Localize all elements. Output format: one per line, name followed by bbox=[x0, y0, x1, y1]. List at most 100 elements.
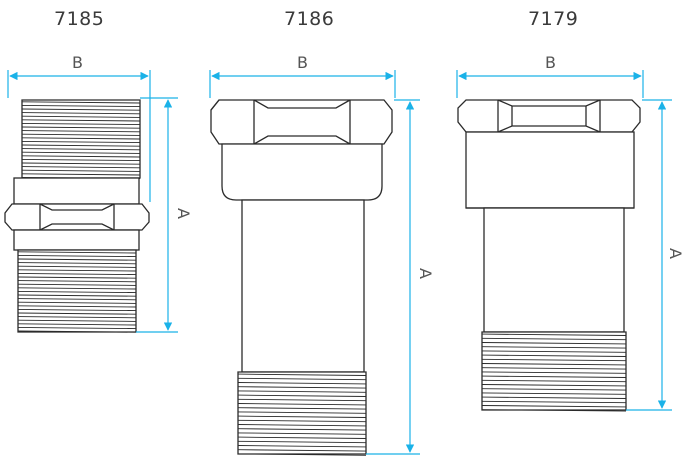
dimension-a-label-7186: A bbox=[416, 268, 435, 279]
thread-ridge bbox=[21, 119, 141, 122]
dimension-a-7185 bbox=[136, 97, 178, 333]
thread-ridge bbox=[17, 276, 137, 279]
thread-ridge bbox=[237, 415, 367, 418]
thread-ridge bbox=[237, 407, 367, 410]
dimension-a-label-7185: A bbox=[174, 208, 193, 219]
thread-bottom-7186 bbox=[237, 371, 367, 456]
thread-bottom-7185 bbox=[17, 249, 137, 333]
thread-ridge bbox=[17, 308, 137, 312]
thread-ridge bbox=[237, 377, 367, 381]
thread-ridge bbox=[237, 449, 367, 452]
thread-ridge bbox=[21, 130, 141, 133]
fitting-7179 bbox=[457, 99, 641, 412]
hex-nut-7186 bbox=[210, 99, 393, 145]
thread-ridge bbox=[17, 330, 137, 333]
thread-ridge bbox=[237, 403, 367, 406]
thread-ridge bbox=[17, 305, 137, 308]
thread-ridge bbox=[21, 122, 141, 126]
thread-ridge bbox=[481, 367, 627, 370]
thread-ridge bbox=[237, 436, 367, 439]
thread-ridge bbox=[237, 445, 367, 448]
thread-ridge bbox=[21, 133, 141, 136]
thread-ridge bbox=[21, 148, 141, 151]
dimension-b-label-7185: B bbox=[72, 53, 83, 72]
hex-nut-7185 bbox=[4, 203, 150, 231]
thread-ridge bbox=[21, 140, 141, 144]
thread-ridge bbox=[17, 269, 137, 272]
dimension-b-label-7179: B bbox=[545, 53, 556, 72]
thread-ridge bbox=[237, 390, 367, 393]
thread-ridge bbox=[481, 333, 627, 336]
product-code-7186: 7186 bbox=[284, 8, 335, 30]
dimension-a-label-7179: A bbox=[666, 248, 685, 259]
body-7179 bbox=[465, 131, 635, 209]
thread-ridge bbox=[481, 342, 627, 345]
dimension-b-7179 bbox=[456, 70, 644, 98]
thread-ridge bbox=[17, 326, 137, 330]
thread-ridge bbox=[237, 453, 367, 456]
thread-ridge bbox=[17, 287, 137, 290]
thread-ridge bbox=[237, 428, 367, 431]
thread-ridge bbox=[21, 101, 141, 104]
thread-ridge bbox=[21, 144, 141, 147]
tube-7179 bbox=[483, 207, 625, 333]
collar-top-7185 bbox=[13, 177, 140, 205]
product-code-7179: 7179 bbox=[528, 8, 579, 30]
thread-ridge bbox=[17, 298, 137, 301]
thread-ridge bbox=[237, 386, 367, 389]
thread-ridge bbox=[21, 166, 141, 169]
thread-ridge bbox=[237, 394, 367, 397]
thread-ridge bbox=[17, 323, 137, 326]
thread-ridge bbox=[17, 294, 137, 297]
dimension-b-7185 bbox=[7, 70, 151, 202]
thread-ridge bbox=[17, 312, 137, 315]
thread-ridge bbox=[21, 104, 141, 108]
thread-ridge bbox=[237, 440, 367, 444]
thread-ridge bbox=[17, 301, 137, 304]
fitting-7185 bbox=[4, 99, 150, 333]
thread-ridge bbox=[17, 319, 137, 322]
thread-ridge bbox=[17, 265, 137, 268]
product-code-7185: 7185 bbox=[54, 8, 105, 30]
thread-ridge bbox=[237, 432, 367, 435]
thread-ridge bbox=[481, 371, 627, 374]
body-collar-7186 bbox=[221, 143, 383, 201]
thread-ridge bbox=[481, 350, 627, 353]
thread-ridge bbox=[481, 384, 627, 387]
thread-ridge bbox=[481, 379, 627, 383]
thread-bottom-7179 bbox=[481, 331, 627, 412]
thread-ridge bbox=[481, 358, 627, 362]
thread-ridge bbox=[481, 396, 627, 399]
thread-ridge bbox=[17, 251, 137, 254]
thread-ridge bbox=[17, 283, 137, 286]
thread-ridge bbox=[17, 290, 137, 294]
dimension-a-7186 bbox=[366, 99, 420, 455]
thread-ridge bbox=[17, 316, 137, 319]
thread-ridge bbox=[17, 262, 137, 265]
thread-ridge bbox=[21, 155, 141, 158]
thread-ridge bbox=[481, 392, 627, 395]
thread-ridge bbox=[21, 115, 141, 118]
collar-bottom-7185 bbox=[13, 229, 140, 251]
thread-ridge bbox=[21, 151, 141, 154]
thread-ridge bbox=[237, 373, 367, 376]
thread-ridge bbox=[17, 258, 137, 261]
thread-ridge bbox=[21, 169, 141, 172]
hex-nut-7179 bbox=[457, 99, 641, 133]
thread-ridge bbox=[481, 346, 627, 349]
thread-ridge bbox=[21, 112, 141, 115]
thread-ridge bbox=[481, 400, 627, 404]
thread-ridge bbox=[481, 337, 627, 341]
thread-ridge bbox=[21, 162, 141, 165]
thread-top-7185 bbox=[21, 99, 141, 180]
thread-ridge bbox=[17, 280, 137, 283]
thread-ridge bbox=[21, 173, 141, 176]
thread-ridge bbox=[237, 424, 367, 427]
thread-ridge bbox=[21, 126, 141, 129]
thread-ridge bbox=[481, 375, 627, 378]
thread-ridge bbox=[17, 254, 137, 258]
thread-ridge bbox=[481, 354, 627, 357]
thread-ridge bbox=[481, 405, 627, 408]
